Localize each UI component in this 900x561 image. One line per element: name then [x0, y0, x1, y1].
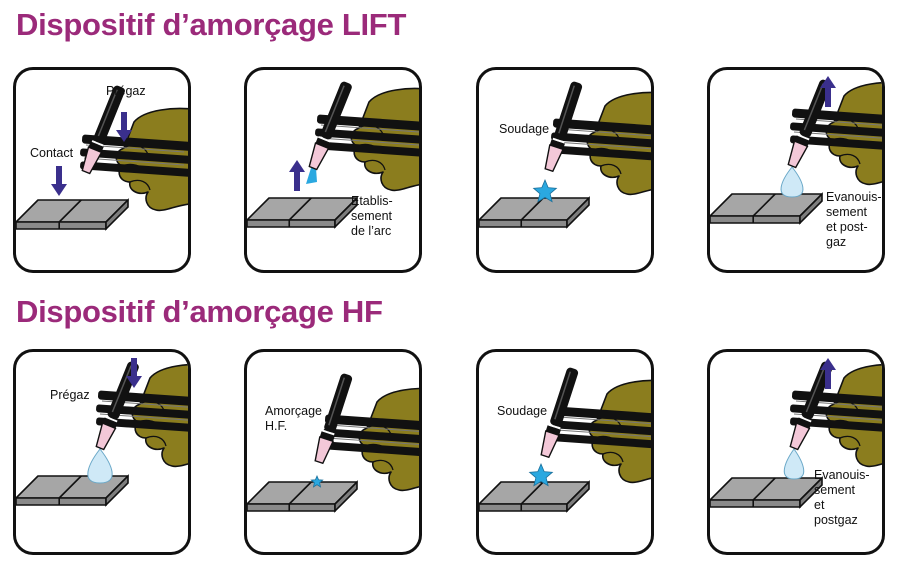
- arc-star-icon: [528, 462, 554, 487]
- lift-step-4-panel: Evanouis- sement et post- gaz: [707, 67, 885, 273]
- welding-glove: [80, 107, 188, 212]
- torch: [544, 81, 583, 173]
- metal-plate: [479, 196, 590, 229]
- lift-step-2-panel: Etablis- sement de l’arc: [244, 67, 422, 273]
- torch: [540, 367, 579, 459]
- hf-step-1-panel: Prégaz: [13, 349, 191, 555]
- metal-plate: [16, 474, 129, 507]
- welding-glove: [323, 387, 419, 492]
- metal-plate: [16, 198, 129, 231]
- step-label-soudage: Soudage: [497, 404, 548, 418]
- step-label-evanouissement: Evanouis- sement et postgaz: [814, 468, 870, 527]
- welding-glove: [315, 87, 419, 192]
- welding-glove: [553, 379, 651, 484]
- arrow-up-icon: [820, 76, 836, 107]
- metal-plate: [247, 196, 358, 229]
- torch: [314, 373, 353, 465]
- gas-drop: [87, 448, 113, 484]
- welding-glove: [96, 363, 188, 468]
- torch: [81, 85, 125, 175]
- metal-plate: [710, 476, 823, 509]
- lift-step-1-panel: Contact Prégaz: [13, 67, 191, 273]
- step-label-contact: Contact: [30, 146, 74, 160]
- step-label-pregaz: Prégaz: [50, 388, 90, 402]
- torch-handle: [323, 414, 419, 457]
- step-label-amorcage: Amorçage H.F.: [265, 404, 322, 433]
- metal-plate: [479, 480, 590, 513]
- gas-drop: [780, 166, 804, 198]
- torch: [308, 81, 352, 171]
- torch-handle: [551, 118, 651, 161]
- section-title-lift: Dispositif d’amorçage LIFT: [16, 7, 407, 42]
- arrow-down-icon: [116, 112, 132, 142]
- metal-plate: [710, 192, 823, 225]
- metal-plate: [247, 480, 358, 513]
- welding-glove: [551, 91, 651, 196]
- torch-handle: [553, 406, 651, 449]
- hf-step-4-panel: Evanouis- sement et postgaz: [707, 349, 885, 555]
- arc-beam: [306, 168, 317, 184]
- hf-step-3-panel: Soudage: [476, 349, 654, 555]
- step-label-etablissement: Etablis- sement de l’arc: [351, 194, 393, 238]
- hf-step-2-panel: Amorçage H.F.: [244, 349, 422, 555]
- arrow-down-icon: [51, 166, 67, 196]
- arc-star-icon: [310, 474, 324, 488]
- arc-star-icon: [532, 178, 558, 203]
- arrow-down-icon: [126, 358, 142, 388]
- step-label-pregaz: Prégaz: [106, 84, 146, 98]
- section-title-hf: Dispositif d’amorçage HF: [16, 294, 383, 329]
- arrow-up-icon: [820, 358, 836, 389]
- arrow-up-icon: [289, 160, 305, 191]
- lift-step-3-panel: Soudage: [476, 67, 654, 273]
- torch: [787, 79, 831, 169]
- step-label-evanouissement: Evanouis- sement et post- gaz: [826, 190, 882, 249]
- welding-glove: [790, 81, 882, 186]
- gas-drop: [783, 448, 805, 480]
- torch-handle: [315, 114, 419, 157]
- step-label-soudage: Soudage: [499, 122, 550, 136]
